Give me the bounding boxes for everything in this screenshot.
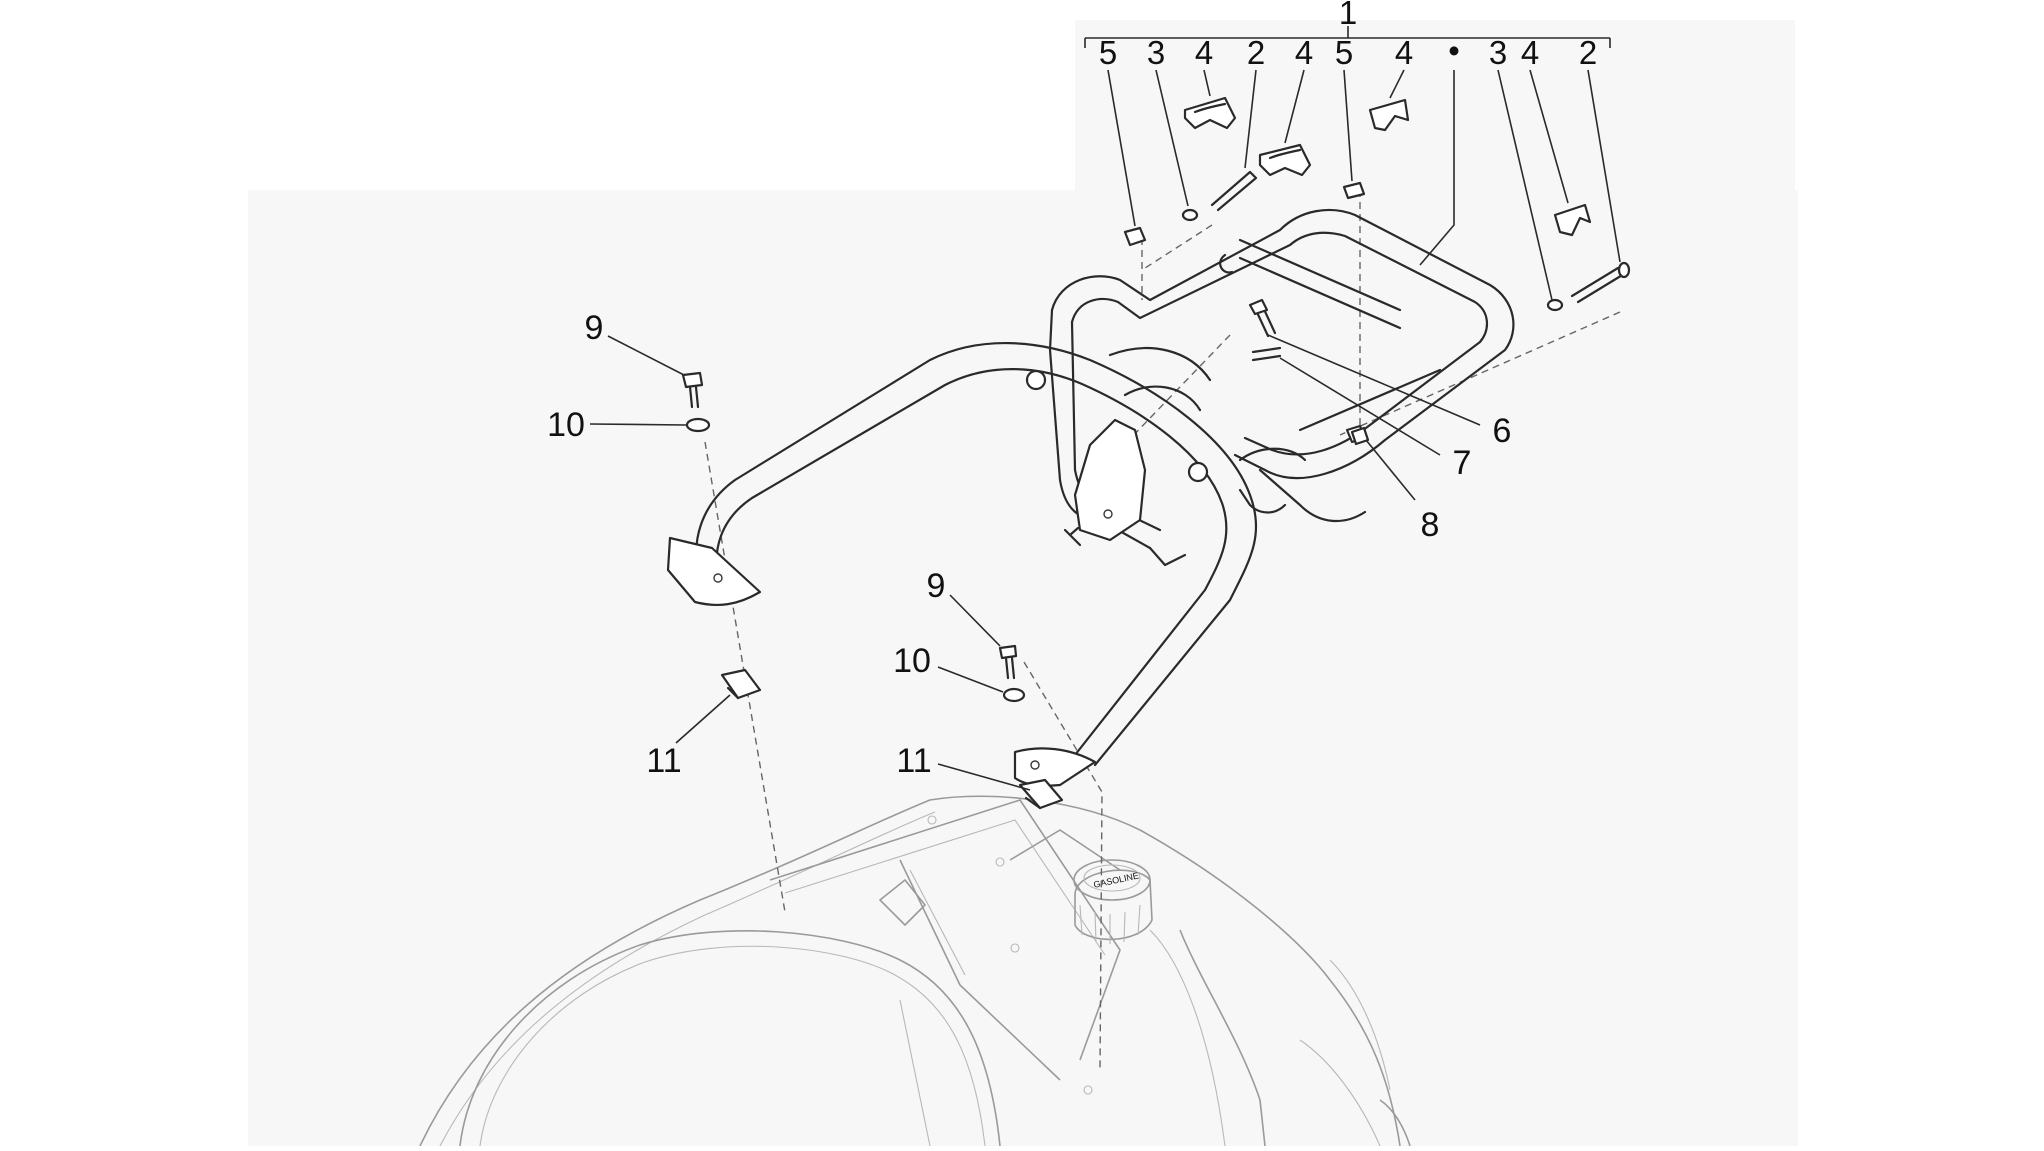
- top-row-labels: 5 3 4 2 4 5 4 • 3 4 2: [1099, 32, 1597, 71]
- label-2: 2: [1579, 34, 1597, 71]
- label-5: 5: [1099, 34, 1117, 71]
- cover-cap-4b: [1258, 143, 1312, 177]
- label-3: 3: [1489, 34, 1507, 71]
- top-leaders: [1107, 69, 1621, 301]
- left-callouts: 9 10 11: [547, 309, 731, 780]
- callout-10-left: 10: [547, 406, 585, 444]
- callout-9-right: 9: [927, 567, 946, 605]
- label-4: 4: [1195, 34, 1213, 71]
- pin-2a: [1210, 170, 1258, 212]
- background-panels: [248, 20, 1798, 1146]
- cover-cap-4c: [1368, 98, 1410, 132]
- group-bracket: 1: [1084, 0, 1611, 48]
- washer-10-left: [685, 417, 711, 433]
- callout-7: 7: [1453, 444, 1472, 482]
- rack-front-bar: [666, 342, 1258, 787]
- nut-8: [1350, 426, 1370, 446]
- bolt-9-right-head: [998, 644, 1018, 660]
- label-4: 4: [1395, 34, 1413, 71]
- clip-nut-11-left: [720, 668, 762, 700]
- plug-5b: [1342, 181, 1366, 200]
- callout-10-right: 10: [893, 642, 931, 680]
- bolt-9-left-head: [681, 371, 704, 389]
- callout-11-right: 11: [896, 742, 931, 780]
- rack-upper-frame: [1048, 208, 1515, 567]
- label-2: 2: [1247, 34, 1265, 71]
- washer-10-right: [1002, 687, 1026, 703]
- middle-callouts: 9 10 11: [893, 567, 1031, 791]
- callout-6: 6: [1493, 412, 1512, 450]
- right-callouts: 6 7 8: [1267, 334, 1512, 544]
- label-4: 4: [1521, 34, 1539, 71]
- washer-3a: [1181, 208, 1199, 222]
- callout-8: 8: [1421, 506, 1440, 544]
- callout-9-left: 9: [585, 309, 604, 347]
- label-4: 4: [1295, 34, 1313, 71]
- spacer-7: [1251, 346, 1282, 362]
- clip-nut-11-right: [1018, 778, 1064, 810]
- scooter-rear-body: GASOLINE: [419, 795, 1411, 1147]
- plug-5a: [1123, 226, 1147, 247]
- small-parts: [681, 96, 1631, 810]
- washer-3b: [1546, 298, 1564, 312]
- label-5: 5: [1335, 34, 1353, 71]
- label-3: 3: [1147, 34, 1165, 71]
- group-label: 1: [1339, 0, 1357, 31]
- callout-11-left: 11: [646, 742, 681, 780]
- cover-cap-4d: [1553, 203, 1592, 237]
- pin-2b-head: [1617, 261, 1631, 279]
- label-bullet: •: [1448, 32, 1460, 69]
